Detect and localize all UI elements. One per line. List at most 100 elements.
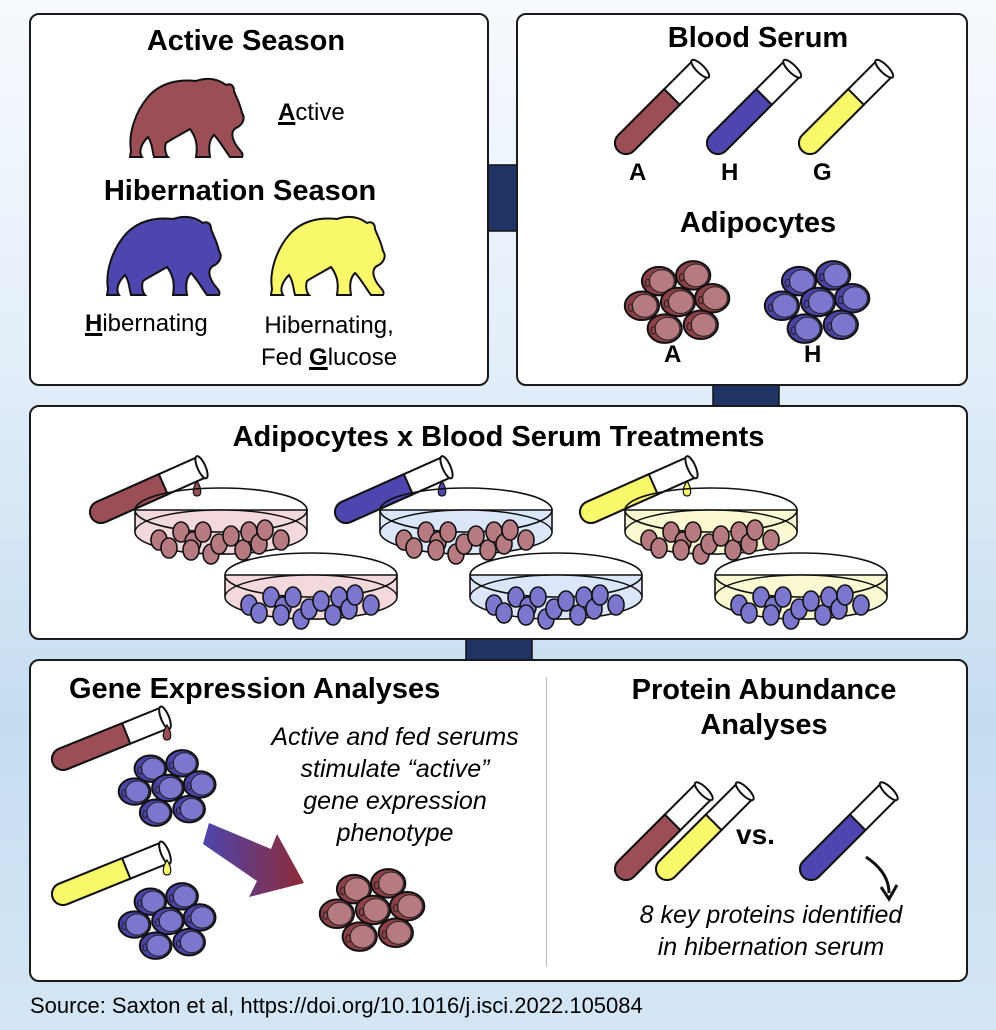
gene-caption-line: phenotype xyxy=(336,819,454,847)
adipocyte-cluster-H xyxy=(763,260,871,344)
dish-cell xyxy=(752,586,770,608)
adipocyte-cell xyxy=(370,868,407,899)
gene-art-svg xyxy=(51,705,426,960)
gene-tube-active xyxy=(51,705,172,771)
dish-cell xyxy=(507,586,525,608)
adipocyte-cell xyxy=(133,754,168,783)
dish-cell xyxy=(607,594,625,616)
protein-tube-active xyxy=(614,781,714,881)
adipocyte-cell xyxy=(786,313,823,344)
dish-cell xyxy=(762,604,780,626)
fed-glucose-label: Hibernating, Fed Glucose xyxy=(261,310,397,374)
gene-expression-caption: Active and fed serums stimulate “active”… xyxy=(245,721,545,849)
active-season-title: Active Season xyxy=(146,25,346,57)
adipocyte-cell xyxy=(182,770,217,799)
treatments-panel: Adipocytes x Blood Serum Treatments xyxy=(29,405,968,640)
protein-abundance-title: Protein Abundance Analyses xyxy=(579,673,949,743)
dish-cell xyxy=(802,590,820,612)
dish-cell xyxy=(284,586,302,608)
dish-cell xyxy=(272,604,290,626)
protein-caption-line: 8 key proteins identified xyxy=(639,901,903,929)
adipocyte-cell xyxy=(151,773,185,803)
protein-title-line1: Protein Abundance xyxy=(631,674,897,706)
dishes-svg xyxy=(89,455,888,630)
adipocyte-cell xyxy=(623,290,661,322)
hibernating-label-rest: ibernating xyxy=(102,310,208,337)
blood-serum-title: Blood Serum xyxy=(667,22,849,54)
gene-cluster-hib-1 xyxy=(117,749,217,827)
dish-cell xyxy=(405,537,423,559)
serum-tubes-svg xyxy=(614,58,895,155)
dish-cell xyxy=(439,521,457,543)
fed-label-initial: G xyxy=(309,344,328,371)
adipocyte-cell xyxy=(659,286,697,318)
adipocyte-cell xyxy=(799,286,837,318)
dish-cell xyxy=(762,529,780,551)
active-label-rest: ctive xyxy=(295,99,345,126)
panel-divider xyxy=(546,677,547,967)
dish-cell xyxy=(324,604,342,626)
dish-active-cells-active xyxy=(134,487,308,565)
dish-cell xyxy=(684,521,702,543)
dish-cell xyxy=(346,584,364,606)
dish-cell xyxy=(256,519,274,541)
dish-cell xyxy=(814,604,832,626)
seasons-panel: Active Season Active Hibernation Season … xyxy=(29,13,489,386)
protein-tube-glucose xyxy=(655,781,755,881)
dish-cell xyxy=(417,521,435,543)
dish-cell xyxy=(529,586,547,608)
adipocyte-label: A xyxy=(664,341,682,368)
hibernating-label-initial: H xyxy=(85,310,103,337)
dish-cell xyxy=(262,586,280,608)
dish-cell xyxy=(569,604,587,626)
dish-cell xyxy=(836,584,854,606)
dish-hibernating-cells-glucose xyxy=(714,552,888,630)
adipocyte-cell xyxy=(165,882,199,911)
dish-cell xyxy=(501,519,519,541)
adipocyte-cell xyxy=(151,906,185,936)
dish-cell xyxy=(182,539,200,561)
adipocyte-clusters-svg xyxy=(623,260,871,344)
adipocyte-cell xyxy=(341,921,378,952)
pouring-tube-glucose xyxy=(579,455,699,524)
dish-cell xyxy=(160,537,178,559)
adipocyte-cell xyxy=(133,887,168,916)
adipocyte-cell xyxy=(172,927,206,957)
fed-glucose-label-line1: Hibernating, xyxy=(264,312,394,339)
gene-cluster-hib-2 xyxy=(117,882,217,960)
dish-cell xyxy=(712,525,730,547)
adipocyte-cell xyxy=(780,265,818,297)
dish-cell xyxy=(591,584,609,606)
adipocyte-label: H xyxy=(804,341,822,368)
adipocyte-cell xyxy=(335,873,373,905)
dish-cell xyxy=(194,521,212,543)
fed-glucose-label-line2: Fed Glucose xyxy=(261,342,397,374)
dish-cell xyxy=(467,525,485,547)
dish-cell xyxy=(557,590,575,612)
gene-cluster-active-result xyxy=(318,868,426,952)
gene-caption-line: Active and fed serums xyxy=(271,723,519,751)
adipocyte-cell xyxy=(682,309,719,341)
fed-label-prefix: Fed xyxy=(261,344,310,371)
dish-cell xyxy=(234,539,252,561)
dish-active-cells-glucose xyxy=(624,487,798,565)
tube-label: G xyxy=(813,159,832,186)
curved-arrow-icon xyxy=(865,855,891,894)
protein-caption-line: in hibernation serum xyxy=(657,933,885,961)
dish-cell xyxy=(517,604,535,626)
adipocyte-cell xyxy=(377,917,414,949)
active-label-initial: A xyxy=(278,99,296,126)
hibernation-season-title: Hibernation Season xyxy=(103,175,377,207)
adipocytes-title: Adipocytes xyxy=(679,207,837,239)
dish-hibernating-cells-hibernating xyxy=(469,552,643,630)
phenotype-arrow-icon xyxy=(203,823,304,897)
source-citation: Source: Saxton et al, https://doi.org/10… xyxy=(30,993,643,1018)
gene-caption-line: stimulate “active” xyxy=(300,755,490,783)
adipocyte-cell xyxy=(834,282,871,314)
hibernating-bear-icon xyxy=(105,215,222,296)
dish-cell xyxy=(662,521,680,543)
adipocyte-cell xyxy=(646,313,683,344)
dish-cell xyxy=(774,586,792,608)
protein-caption: 8 key proteins identified in hibernation… xyxy=(586,899,956,963)
